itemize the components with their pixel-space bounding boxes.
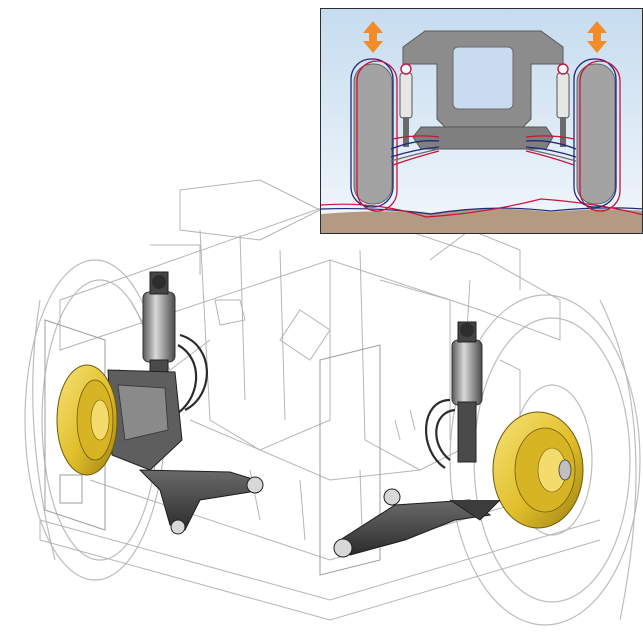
right-lower-arm bbox=[333, 488, 501, 558]
up-down-arrow-icon bbox=[363, 21, 383, 53]
up-down-arrow-icon bbox=[587, 21, 607, 53]
left-lower-arm bbox=[138, 469, 264, 535]
chassis-frame bbox=[39, 179, 601, 621]
right-hoses bbox=[424, 398, 456, 469]
right-wheel-hub bbox=[492, 411, 584, 529]
inset-diagram bbox=[321, 9, 642, 233]
inset-left-wheel bbox=[350, 58, 398, 212]
left-side-plate bbox=[44, 319, 106, 531]
suspension-travel-inset bbox=[320, 8, 643, 234]
left-knuckle-housing bbox=[107, 369, 183, 471]
inset-right-shock bbox=[556, 63, 570, 147]
inset-ground bbox=[321, 208, 642, 233]
inset-left-arms bbox=[390, 135, 440, 166]
right-shock-absorber bbox=[451, 321, 483, 463]
right-side-plate bbox=[319, 344, 381, 576]
left-wheel-hub bbox=[56, 364, 118, 476]
inset-frame-window bbox=[452, 46, 514, 110]
inset-right-wheel bbox=[573, 58, 621, 212]
terrain-outline-red bbox=[321, 198, 642, 218]
inset-right-arms bbox=[525, 135, 577, 166]
inset-axle-beam bbox=[412, 126, 554, 150]
inset-left-shock bbox=[399, 63, 413, 147]
terrain-outline-blue bbox=[321, 207, 642, 215]
